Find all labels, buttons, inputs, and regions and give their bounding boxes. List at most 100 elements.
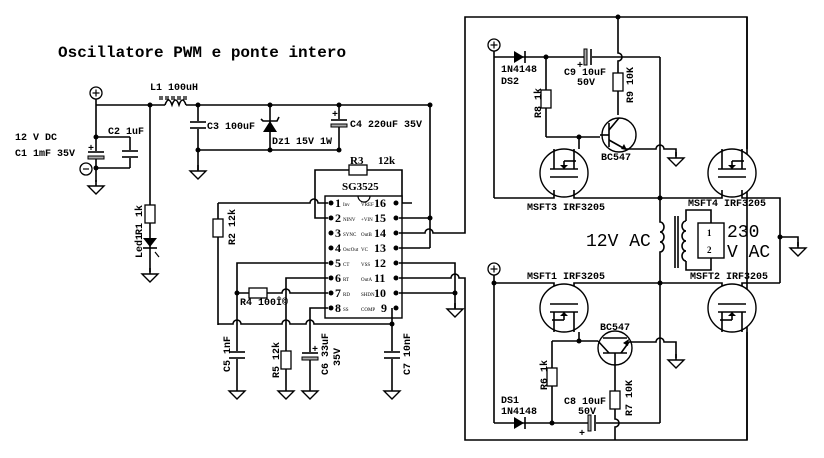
transistor-bc547-top-icon	[600, 117, 637, 153]
l1-label: L1 100uH	[150, 83, 198, 94]
ic-pin-13-dot	[393, 245, 399, 251]
ic-pin-9-name: COMP	[361, 308, 375, 313]
ic-pin-5-name: CT	[343, 263, 349, 268]
ic-pin-15-name: +VIN	[361, 218, 373, 223]
r3-value: 12k	[378, 155, 396, 167]
ic-pin-11-dot	[393, 275, 399, 281]
resistor-r4-icon	[248, 287, 268, 299]
ground-icon	[383, 384, 401, 400]
ground-icon	[277, 384, 295, 400]
ic-pin-16-dot	[393, 200, 399, 206]
ic-pin-8-dot	[328, 305, 334, 311]
ground-icon	[667, 353, 685, 369]
c3-label: C3 100uF	[207, 122, 255, 133]
primary-voltage-label: 12V AC	[586, 232, 651, 252]
mosfet-msft3-icon	[539, 148, 589, 198]
ds1-label: DS1	[501, 396, 519, 407]
zener-dz1-icon	[260, 116, 280, 132]
ic-pin-6-number: 6	[335, 271, 341, 285]
ic-pin-14-name: OutB	[361, 233, 373, 238]
c9-plus-label: +	[577, 61, 583, 72]
resistor-r7-icon	[609, 390, 621, 410]
capacitor-c7-icon	[382, 350, 402, 360]
ground-icon	[189, 164, 207, 180]
ic-pin-3-number: 3	[335, 226, 341, 240]
c7-label: C7 10nF	[403, 333, 414, 375]
ic-pin-10-number: 10	[374, 286, 386, 300]
q-bot-label: BC547	[600, 323, 630, 334]
c9-label: C9 10uF	[564, 68, 606, 79]
ic-pin-7-number: 7	[335, 286, 341, 300]
output-connector-icon	[697, 222, 725, 259]
c6-plus-label: +	[312, 345, 318, 356]
capacitor-c2-icon	[120, 149, 140, 159]
msft4-label: MSFT4 IRF3205	[688, 199, 766, 210]
resistor-r1-icon	[144, 204, 156, 224]
ic-pin-5-number: 5	[335, 256, 341, 270]
ic-pin-6-dot	[328, 275, 334, 281]
secondary-voltage-label-1: 230	[727, 223, 759, 243]
diode-ds1-icon	[514, 417, 526, 429]
ic-name: SG3525	[342, 181, 379, 193]
ic-pin-4-name: OscOut	[343, 248, 359, 253]
positive-supply-icon	[487, 38, 501, 52]
ic-pin-15-dot	[393, 215, 399, 221]
diode-ds2-icon	[514, 51, 526, 63]
ic-pin-6-name: RT	[343, 278, 349, 283]
power-input-section: + 12 V DC C1 1mF 35V C2 1uF R1 1k Led1 L…	[15, 83, 433, 283]
ic-pin-14-dot	[393, 230, 399, 236]
ic-pin-13-number: 13	[374, 241, 386, 255]
ic-notch	[357, 195, 371, 203]
ground-icon	[141, 267, 159, 283]
ic-pin-15-number: 15	[374, 211, 386, 225]
mosfet-msft1-icon	[539, 283, 589, 333]
ic-pin-3-name: SYNC	[343, 233, 357, 238]
c4-label: C4 220uF 35V	[350, 120, 422, 131]
ic-pin-1-dot	[328, 200, 334, 206]
inductor-l1-icon	[159, 96, 187, 108]
c1-plus-label: +	[88, 144, 94, 155]
transformer-icon	[659, 198, 712, 283]
c6-label: C6 33uF	[321, 333, 332, 375]
ic-pin-1-number: 1	[335, 196, 341, 210]
led1-label: Led1	[134, 234, 146, 258]
r3-label: R3	[350, 155, 364, 167]
ds1-type: 1N4148	[501, 407, 537, 418]
msft1-label: MSFT1 IRF3205	[527, 272, 605, 283]
ic-pin-5-dot	[328, 260, 334, 266]
resistor-r9-icon	[612, 72, 624, 92]
ic-pin-10-name: SHDN	[361, 293, 375, 298]
connector-pin-1: 1	[707, 228, 712, 238]
ground-icon	[228, 384, 246, 400]
c8-voltage: 50V	[578, 407, 596, 418]
ic-pin-1-name: Inv	[343, 203, 350, 208]
c5-label: C5 1nF	[223, 336, 234, 372]
mosfet-msft4-icon	[707, 148, 757, 198]
connector-pin-2: 2	[707, 245, 712, 255]
r1-label: R1 1k	[134, 205, 146, 235]
ground-icon	[446, 302, 464, 318]
r7-label: R7 10K	[625, 380, 636, 416]
r6-label: R6 1k	[539, 360, 551, 390]
resistor-r2-icon	[212, 218, 224, 238]
c2-label: C2 1uF	[108, 127, 144, 138]
ic-pin-7-dot	[328, 290, 334, 296]
q-top-label: BC547	[601, 153, 631, 164]
mosfet-msft2-icon	[707, 283, 757, 333]
c8-plus-label: +	[579, 429, 585, 440]
capacitor-c3-icon	[188, 120, 208, 130]
c6-voltage: 35V	[333, 348, 344, 366]
ground-icon	[87, 179, 105, 195]
ic-pin-8-name: SS	[343, 308, 349, 313]
ds2-label: DS2	[501, 77, 519, 88]
ic-pin-7-name: RD	[343, 293, 350, 298]
ic-pin-12-name: VSS	[361, 263, 370, 268]
ic-pin-9-dot	[393, 305, 399, 311]
schematic-title: Oscillatore PWM e ponte intero	[58, 44, 346, 62]
ground-icon	[301, 384, 319, 400]
r2-label: R2 12k	[227, 209, 239, 245]
ds2-type: 1N4148	[501, 65, 537, 76]
msft3-label: MSFT3 IRF3205	[527, 203, 605, 214]
msft2-label: MSFT2 IRF3205	[690, 272, 768, 283]
